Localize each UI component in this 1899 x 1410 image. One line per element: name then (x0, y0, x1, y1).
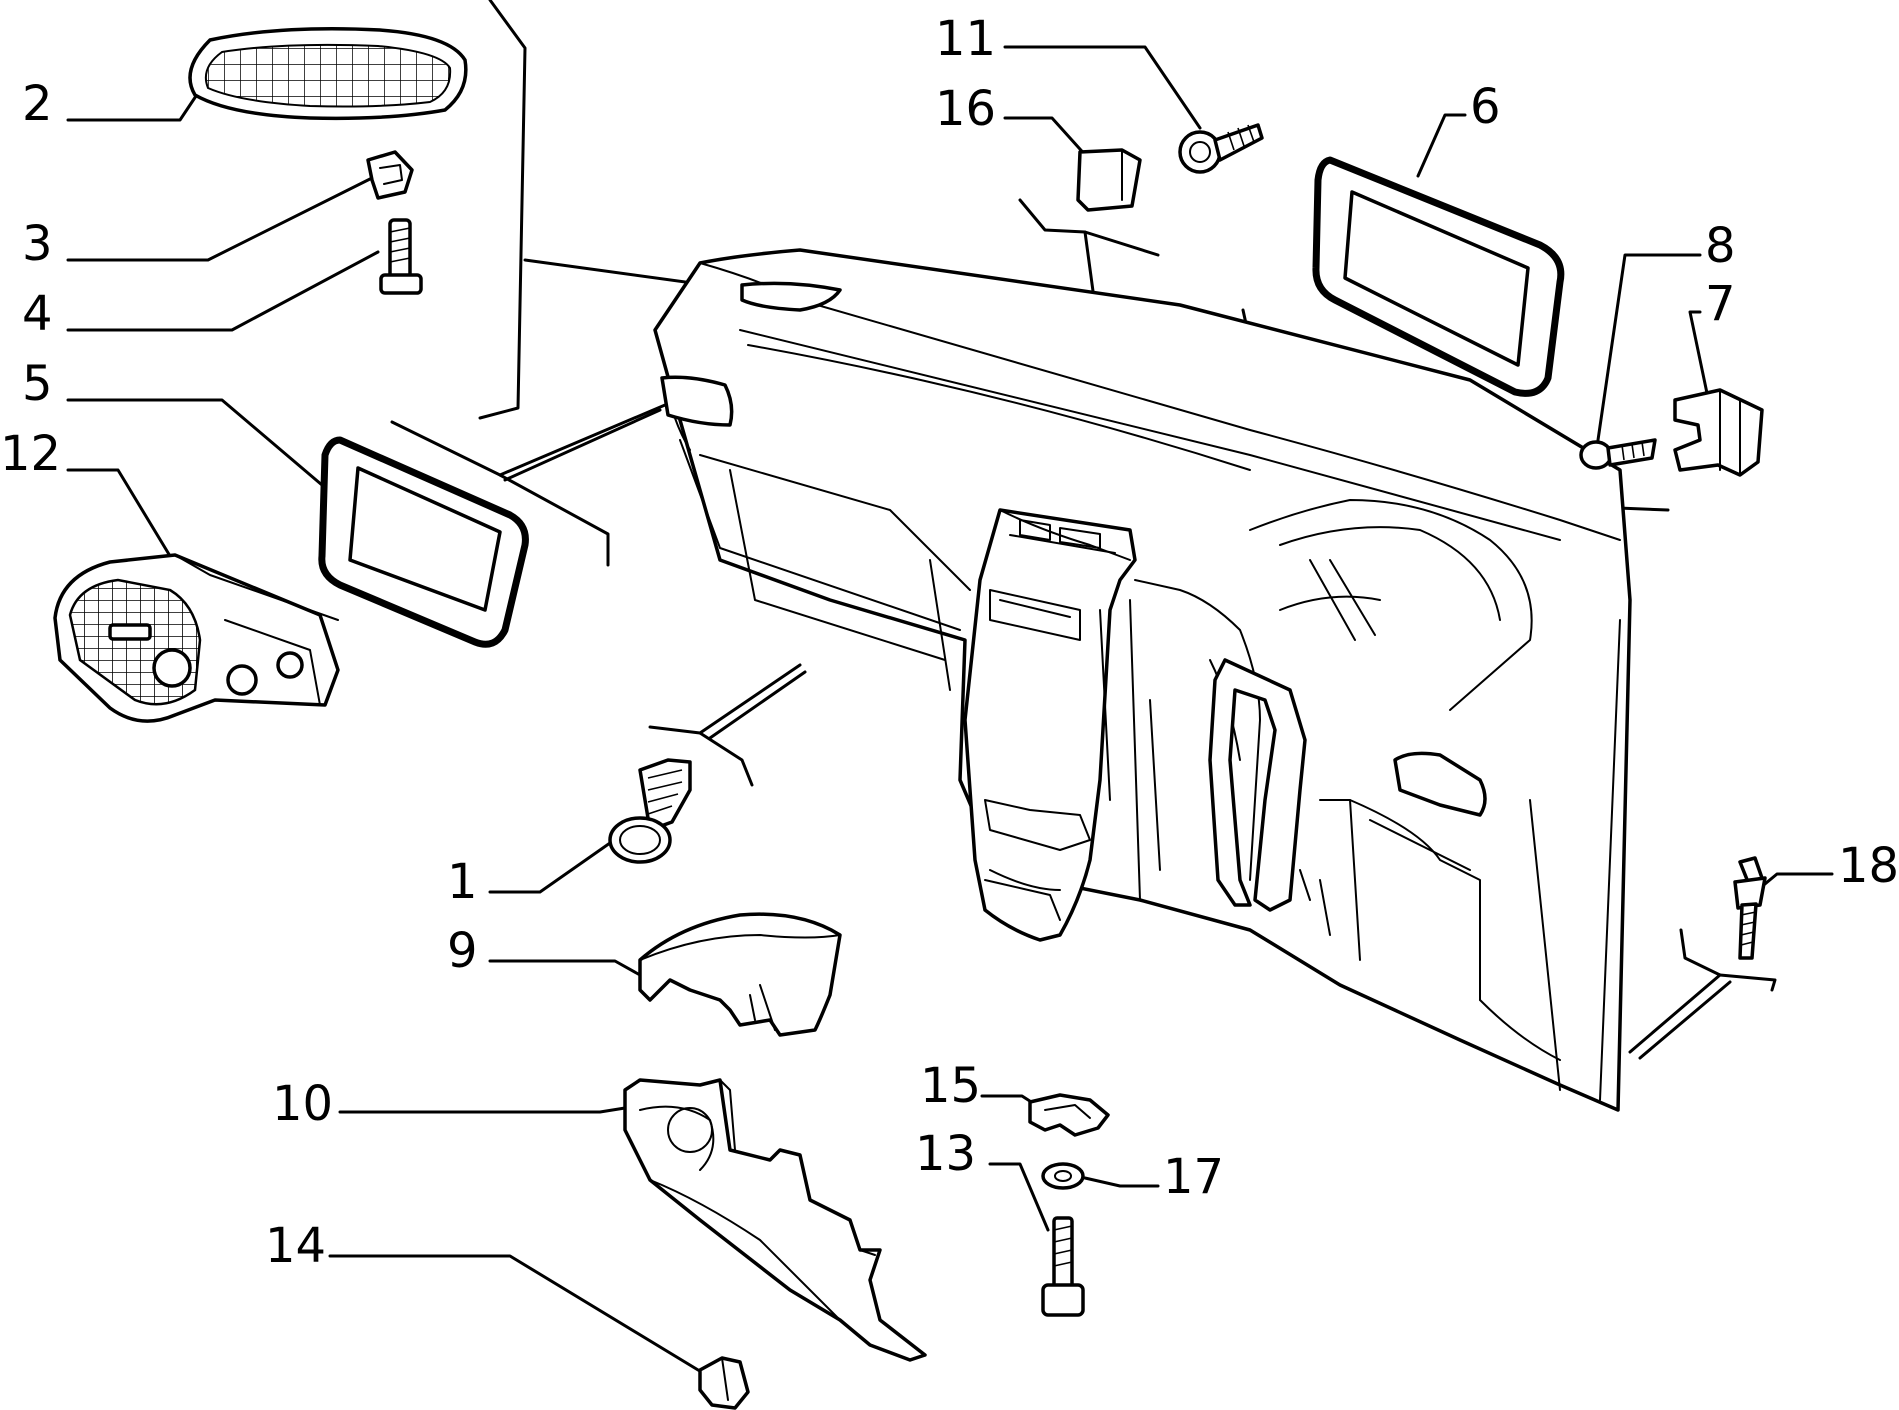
callout-label-1: 1 (447, 854, 478, 910)
part-14-cap (698, 1356, 750, 1410)
part-17-washer (1041, 1162, 1085, 1190)
leader-6 (1416, 113, 1467, 178)
leader-16 (1003, 116, 1090, 160)
part-7-clip-nut (1673, 388, 1764, 477)
callout-label-12: 12 (0, 426, 61, 482)
dashboard-body (653, 248, 1632, 1112)
leader-11 (1003, 45, 1202, 130)
steering-bracket (1208, 658, 1307, 912)
callout-label-16: 16 (935, 81, 996, 137)
leader-17 (1083, 1176, 1160, 1188)
part-13-bolt (1041, 1216, 1085, 1317)
part-3-clip (366, 150, 414, 200)
leader-center-top (1018, 198, 1160, 257)
leader-vent-left-b (498, 403, 667, 477)
leader-14 (328, 1254, 710, 1378)
leader-8 (1596, 253, 1702, 442)
dashboard-top-vent (740, 281, 842, 312)
part-15-spring-clip (1028, 1093, 1110, 1137)
callout-label-13: 13 (915, 1126, 976, 1182)
dashboard-left-vent (660, 375, 734, 427)
callout-label-3: 3 (22, 216, 53, 272)
leader-13 (988, 1162, 1050, 1232)
dashboard-assembly (653, 248, 1632, 1112)
leader-10 (338, 1106, 627, 1114)
callout-label-8: 8 (1705, 218, 1736, 274)
leader-bottom-right (1679, 928, 1777, 992)
callout-labels: 2 3 4 5 12 11 16 6 8 7 18 1 9 10 14 15 1… (0, 11, 1899, 1274)
callout-label-2: 2 (22, 76, 53, 132)
center-console (963, 508, 1137, 942)
leader-bottom-left-b (698, 663, 802, 735)
callout-label-4: 4 (22, 286, 53, 342)
leader-bottom-left-c (708, 670, 807, 740)
leader-bottom-right-c (1638, 980, 1732, 1060)
callout-label-11: 11 (935, 11, 996, 67)
leader-group-top-left (478, 0, 527, 420)
leader-7 (1688, 310, 1710, 400)
callout-label-7: 7 (1705, 276, 1736, 332)
leader-5 (66, 398, 324, 487)
part-5-vent-bezel (318, 436, 529, 648)
leader-12 (66, 468, 172, 558)
part-1-pin (608, 758, 692, 864)
part-16-cap (1076, 148, 1142, 212)
part-4-screw (379, 218, 423, 295)
callout-label-9: 9 (447, 923, 478, 979)
callout-label-17: 17 (1163, 1149, 1224, 1205)
leader-vent-left-c (503, 408, 662, 482)
part-12-air-vent (53, 553, 340, 723)
callout-label-14: 14 (265, 1218, 326, 1274)
part-11-screw (1178, 123, 1264, 174)
leader-bottom-left (648, 725, 754, 787)
callout-label-5: 5 (22, 356, 53, 412)
callout-label-15: 15 (920, 1058, 981, 1114)
leader-4 (66, 250, 380, 332)
part-8-screw (1579, 438, 1657, 470)
part-9-upper-cover (638, 912, 842, 1037)
leader-bottom-right-b (1628, 973, 1722, 1054)
leader-vent-left (390, 420, 610, 567)
part-18-stud (1733, 856, 1767, 960)
callout-label-6: 6 (1470, 79, 1501, 135)
leader-3 (66, 176, 374, 262)
dashboard-right-vent (1393, 751, 1487, 817)
part-2-speaker-grille (188, 27, 468, 121)
leader-15 (980, 1094, 1038, 1107)
leader-9 (488, 959, 642, 977)
callout-label-10: 10 (272, 1076, 333, 1132)
part-10-lower-cover (623, 1078, 927, 1362)
leader-2 (66, 88, 202, 122)
part-6-vent-bezel (1312, 156, 1565, 397)
leader-1 (488, 841, 612, 894)
callout-label-18: 18 (1838, 838, 1899, 894)
